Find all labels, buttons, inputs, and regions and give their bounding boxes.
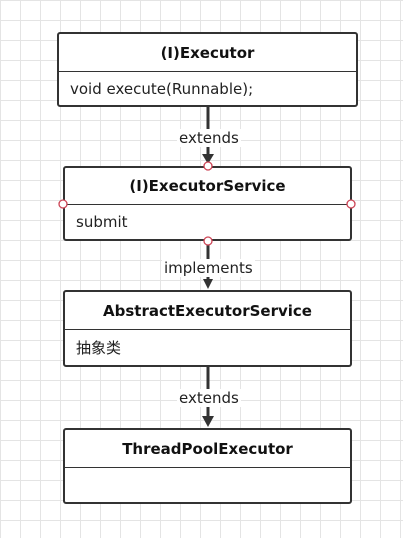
class-box-executor[interactable]: (I)Executor void execute(Runnable); [57,32,358,107]
arrowhead-3 [202,416,214,427]
class-title: ThreadPoolExecutor [65,430,350,468]
class-member [65,468,350,502]
class-member: 抽象类 [76,339,122,357]
class-member: void execute(Runnable); [70,79,254,98]
class-title: (I)Executor [59,34,356,72]
edge-label-implements: implements [162,259,255,277]
class-box-executor-service[interactable]: (I)ExecutorService submit [63,166,352,241]
arrowhead-2 [203,279,213,289]
connection-handle-left[interactable] [58,199,68,209]
connection-handle-right[interactable] [346,199,356,209]
edge-label-extends: extends [177,129,241,147]
class-member: submit [76,213,128,231]
class-box-abstract-executor-service[interactable]: AbstractExecutorService 抽象类 [63,290,352,367]
arrowhead-1 [202,154,214,164]
class-title: (I)ExecutorService [65,168,350,205]
class-title: AbstractExecutorService [65,292,350,330]
connection-handle-top[interactable] [203,161,213,171]
class-box-thread-pool-executor[interactable]: ThreadPoolExecutor [63,428,352,504]
edge-label-extends: extends [177,389,241,407]
connection-handle-bottom[interactable] [203,236,213,246]
